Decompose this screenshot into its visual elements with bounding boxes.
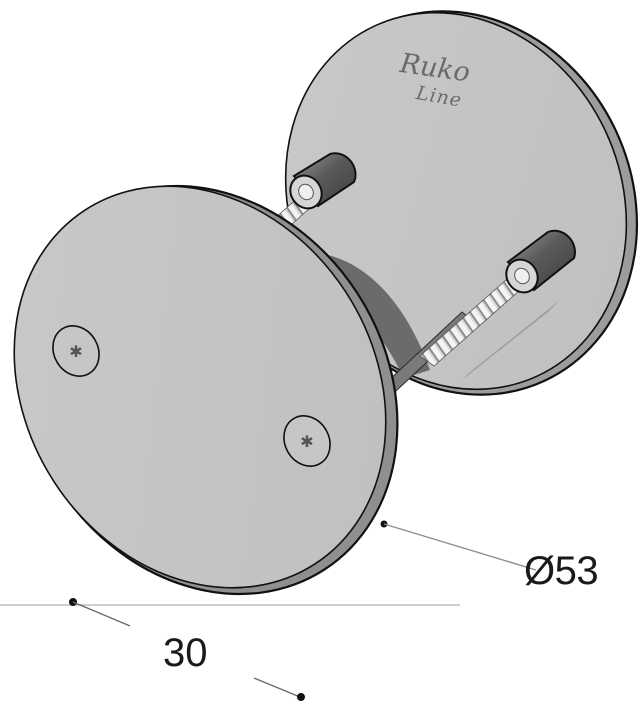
- screw-head-right: ✱: [283, 415, 331, 467]
- screw-head-left: ✱: [52, 325, 100, 377]
- diameter-dimension-label: Ø53: [524, 549, 599, 593]
- length-dim-line-start: [72, 601, 131, 627]
- front-disc: [13, 184, 399, 596]
- diameter-leader-line: [383, 523, 537, 571]
- torx-icon: ✱: [69, 342, 82, 361]
- spacer-sleeve-lower: [505, 229, 576, 294]
- spacer-sleeve-upper: [289, 152, 357, 210]
- length-dim-dot-end: [297, 693, 305, 701]
- screw-shadow: [462, 300, 560, 380]
- length-dimension-label: 30: [163, 631, 208, 675]
- torx-icon: ✱: [300, 432, 313, 451]
- length-dim-line-end: [253, 677, 301, 698]
